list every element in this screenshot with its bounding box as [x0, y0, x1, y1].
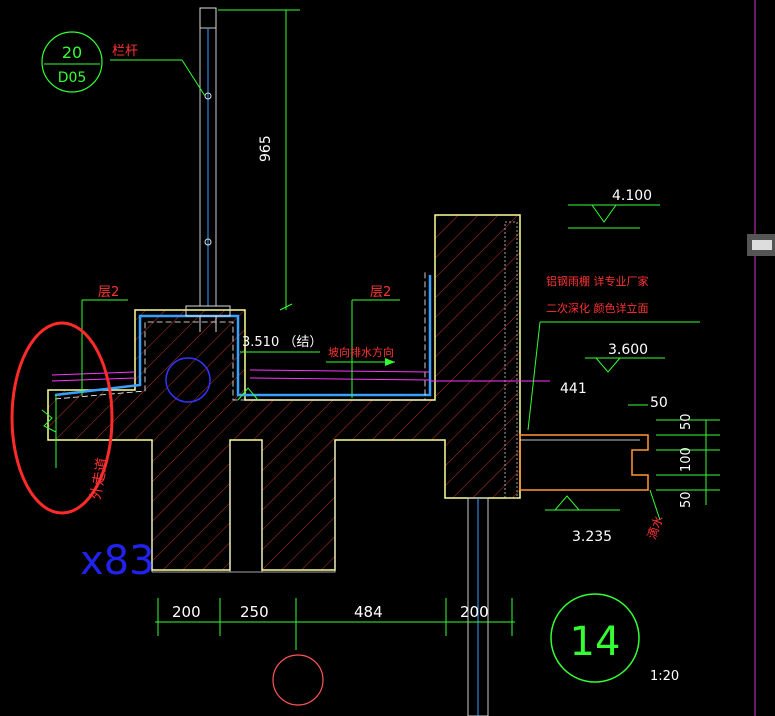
canopy-note-1: 铝钢雨棚 详专业厂家 — [546, 274, 649, 288]
dim-200b-text: 200 — [460, 603, 489, 621]
canopy-note-leader-2 — [527, 321, 541, 431]
elev-3510-symbol — [237, 387, 259, 401]
elev-3600-text: 3.600 — [608, 342, 648, 358]
screed-line-left — [51, 371, 136, 376]
scroll-tab-grip — [752, 240, 772, 250]
dim-tick-965-a — [279, 303, 293, 311]
screed-line-right-2 — [249, 377, 431, 381]
wall-finish — [504, 221, 518, 499]
corridor-label: 外走道 — [88, 457, 111, 501]
elev-4100-text: 4.100 — [612, 188, 652, 204]
screed-line-left-2 — [51, 377, 136, 382]
wall-lines — [134, 310, 246, 400]
elev-3510-text: 3.510 （结） — [242, 335, 322, 350]
detail-number-circle — [550, 593, 640, 683]
canopy-note-2: 二次深化 颜色详立面 — [546, 301, 649, 315]
highlight-ellipse — [10, 321, 114, 515]
dim-50a-text: 50 — [650, 395, 668, 411]
dim-441-text: 441 — [560, 381, 587, 397]
break-line — [41, 409, 57, 433]
screed-line-right — [249, 369, 431, 373]
grid-axis-circle — [272, 654, 324, 706]
dim-965-text: 965 — [258, 135, 274, 162]
drip-leader — [649, 489, 661, 521]
drainage-arrow-head — [385, 358, 395, 366]
elev-3235-symbol — [554, 495, 580, 511]
callout-circle — [41, 31, 103, 93]
x83-label: x83 — [80, 538, 155, 584]
pipe-circle — [165, 357, 211, 403]
dim-250-text: 250 — [240, 603, 269, 621]
railing-cap — [199, 7, 217, 29]
callout-top: 20 — [62, 43, 82, 62]
elev-4100-symbol — [591, 204, 617, 223]
railing-base — [185, 305, 231, 317]
concrete-section — [47, 214, 521, 571]
dim-50c-text: 50 — [679, 491, 694, 508]
railing-bolt-2 — [204, 238, 212, 246]
waterproof-layer-left — [54, 275, 432, 397]
drip-text: 滴水 — [644, 513, 666, 541]
drainage-text: 坡向排水方向 — [328, 345, 394, 359]
layer2-right-label: 层2 — [370, 285, 391, 300]
railing-leader-2 — [181, 59, 206, 97]
detail-number-text: 14 — [570, 619, 621, 665]
dim-100-text: 100 — [679, 447, 694, 472]
railing-label: 栏杆 — [112, 44, 138, 59]
dim-200a-text: 200 — [172, 603, 201, 621]
section-outline — [151, 442, 336, 573]
dim-50b-text: 50 — [679, 413, 694, 430]
waterproof-layer-inner — [54, 270, 426, 401]
canopy-profile — [519, 434, 649, 491]
layer2-left-label: 层2 — [98, 285, 119, 300]
scale-text: 1:20 — [650, 669, 679, 684]
dim-484-text: 484 — [354, 603, 383, 621]
callout-bottom: D05 — [58, 70, 87, 86]
elev-3235-text: 3.235 — [572, 529, 612, 545]
elev-3600-symbol — [595, 357, 621, 373]
